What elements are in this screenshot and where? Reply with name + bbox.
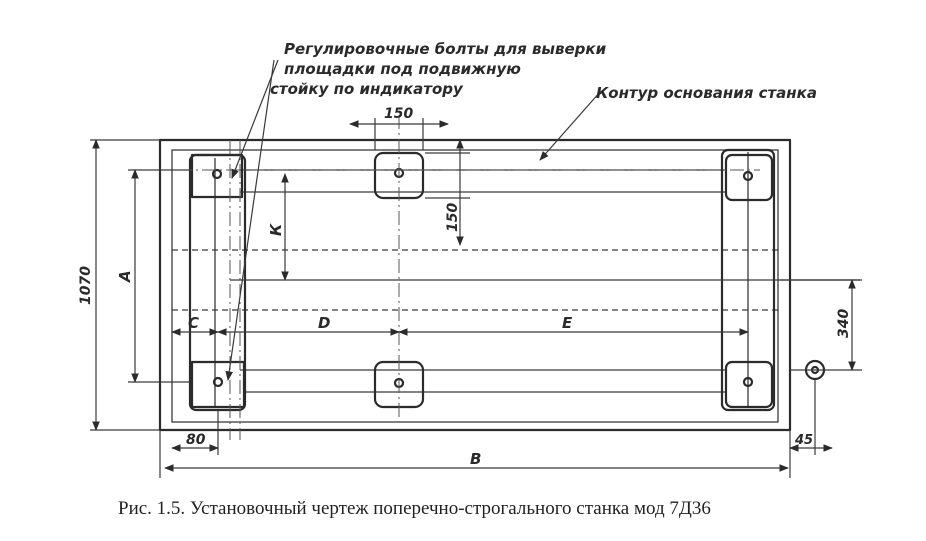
leader-lines — [225, 59, 601, 381]
dim-label-overall-length: В — [470, 450, 481, 468]
left-rail — [188, 153, 247, 412]
dim-label-right-margin: 45 — [794, 433, 813, 448]
pad-bottom-right — [724, 360, 774, 409]
dim-label-C: С — [188, 314, 199, 332]
center-lines — [130, 115, 760, 440]
pad-top-left — [190, 153, 244, 199]
pad-top-right — [724, 153, 774, 202]
horizontal-ways — [172, 169, 780, 393]
annotation-line-3: стойку по индикатору — [270, 80, 464, 98]
dim-label-K: К — [267, 223, 285, 236]
dim-label-pad-width: 150 — [384, 106, 413, 122]
machine-base-frame — [158, 138, 792, 432]
dim-label-overall-height: 1070 — [78, 266, 94, 305]
pad-bottom-left — [190, 360, 246, 409]
dim-label-pad-height: 150 — [445, 203, 461, 232]
dim-label-A: А — [116, 270, 134, 283]
annotation-line-1: Регулировочные болты для выверки — [284, 40, 607, 58]
dim-label-left-offset: 80 — [186, 432, 206, 448]
annotation-line-2: площадки под подвижную — [284, 60, 521, 78]
dim-label-right-offset: 340 — [836, 309, 852, 338]
annotation-base-contour: Контур основания станка — [596, 84, 817, 102]
dim-label-E: Е — [562, 314, 573, 332]
figure-caption: Рис. 1.5. Установочный чертеж поперечно-… — [118, 498, 711, 519]
dim-label-D: D — [318, 314, 330, 332]
annotation-adjusting-bolts: Регулировочные болты для выверки площадк… — [270, 40, 607, 98]
dimension-lines — [90, 118, 862, 478]
